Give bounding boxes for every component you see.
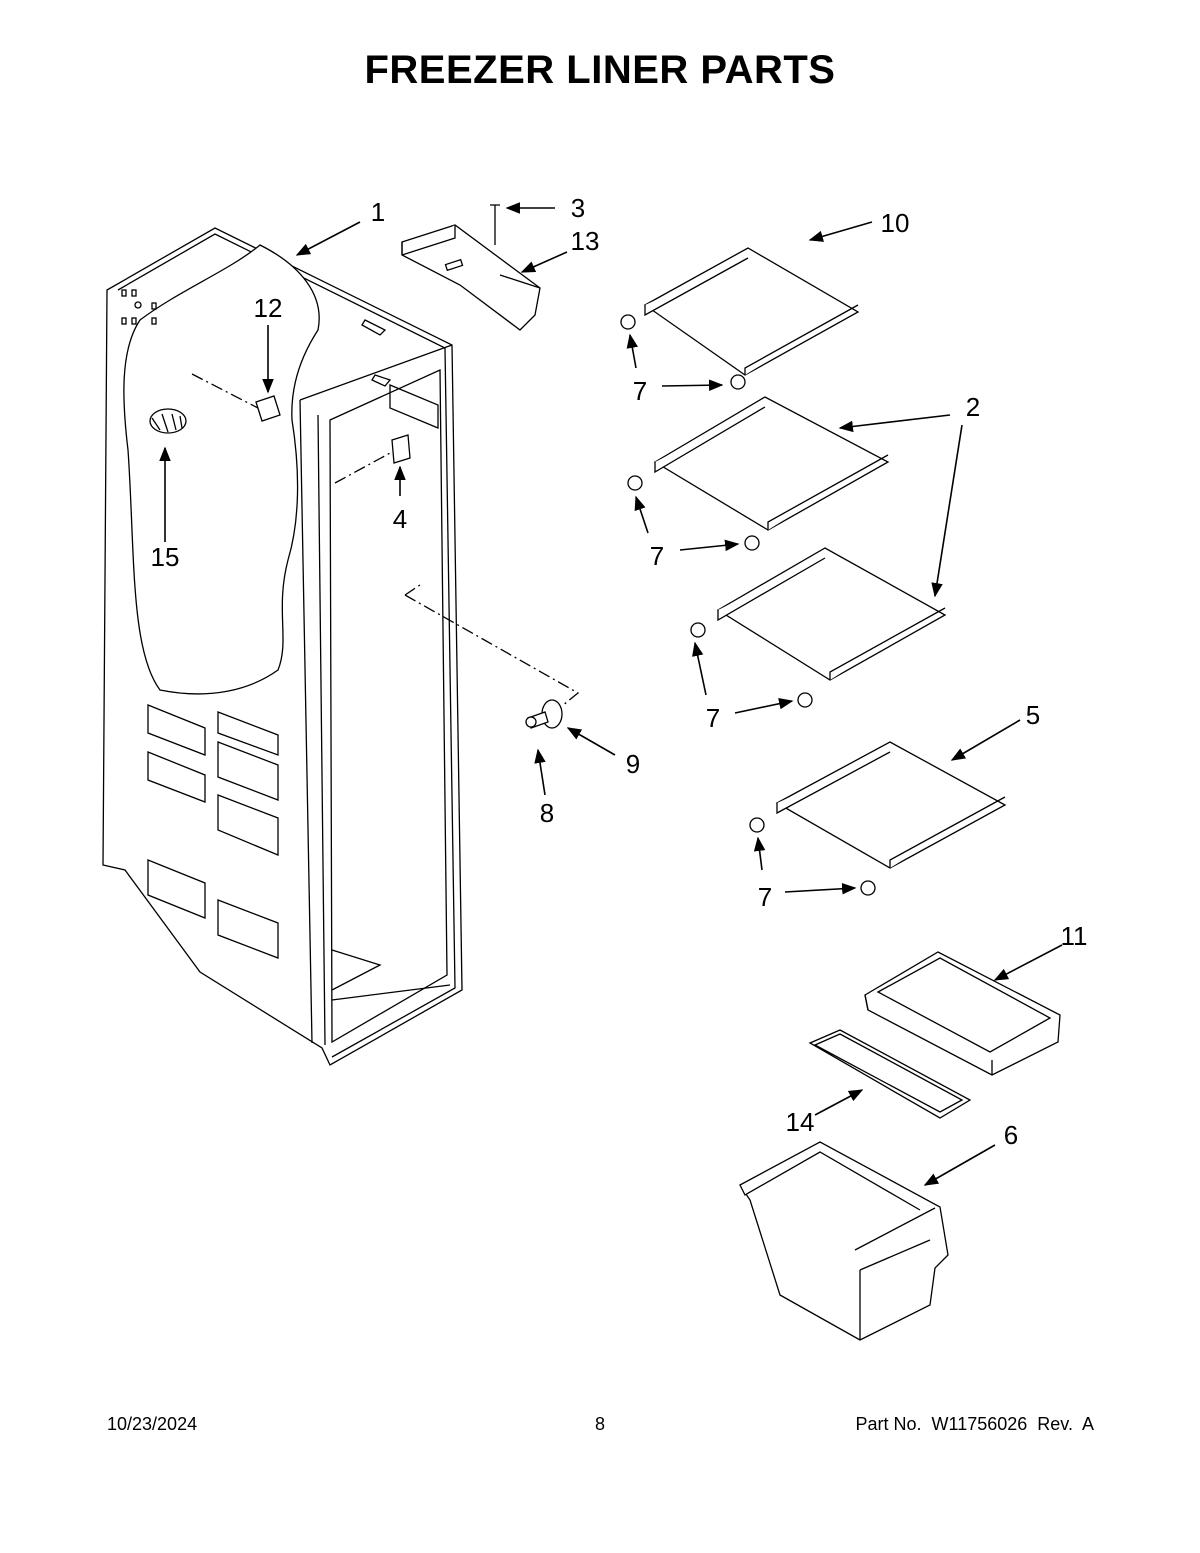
callout-numbers: 1 3 13 12 4 15 10 7 2 7 7 5 9 8 7 11 14 … — [151, 193, 1088, 1150]
callout-11: 11 — [1061, 921, 1088, 951]
footer-page-number: 8 — [594, 1414, 605, 1434]
callout-7: 7 — [650, 541, 664, 571]
leader-lines — [191, 373, 580, 707]
callout-6: 6 — [1004, 1120, 1018, 1150]
shelf-2a — [627, 396, 890, 551]
shelf-2b — [690, 547, 947, 708]
callout-4: 4 — [393, 504, 407, 534]
drawer-frame — [864, 951, 1061, 1076]
callout-arrows — [159, 202, 1063, 1186]
callout-12: 12 — [254, 293, 283, 323]
shelf-5 — [749, 741, 1007, 896]
footer-date: 10/23/2024 — [107, 1414, 198, 1434]
callout-10: 10 — [881, 208, 910, 238]
page-title: FREEZER LINER PARTS — [364, 48, 836, 92]
shelf-10 — [620, 247, 860, 390]
drawer-cover — [808, 1029, 972, 1119]
callout-7: 7 — [706, 703, 720, 733]
callout-5: 5 — [1026, 700, 1040, 730]
callout-3: 3 — [571, 193, 585, 223]
callout-1: 1 — [371, 197, 385, 227]
callout-15: 15 — [151, 542, 180, 572]
mounting-bracket — [401, 204, 541, 331]
freezer-liner — [102, 227, 463, 1066]
callout-13: 13 — [571, 226, 600, 256]
ice-bin — [739, 1141, 949, 1341]
callout-14: 14 — [786, 1107, 815, 1137]
callout-7: 7 — [633, 376, 647, 406]
callout-8: 8 — [540, 798, 554, 828]
shelf-support-fastener — [525, 699, 563, 729]
callout-7: 7 — [758, 882, 772, 912]
callout-2: 2 — [966, 392, 980, 422]
footer-part-number: Part No. W11756026 Rev. A — [855, 1414, 1094, 1434]
callout-9: 9 — [626, 749, 640, 779]
